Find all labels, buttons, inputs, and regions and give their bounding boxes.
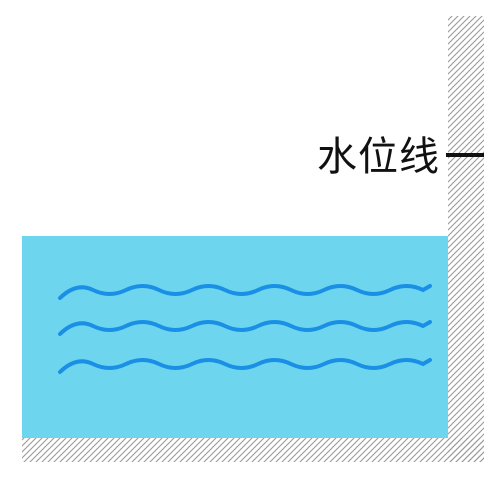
- hatched-wall: [448, 16, 484, 462]
- wave-line-2: [58, 320, 432, 336]
- water-level-label: 水位线: [317, 134, 440, 180]
- wave-line-3: [58, 358, 432, 374]
- water-rectangle: [22, 236, 448, 438]
- wave-line-1: [58, 284, 432, 300]
- hatched-floor: [22, 438, 484, 462]
